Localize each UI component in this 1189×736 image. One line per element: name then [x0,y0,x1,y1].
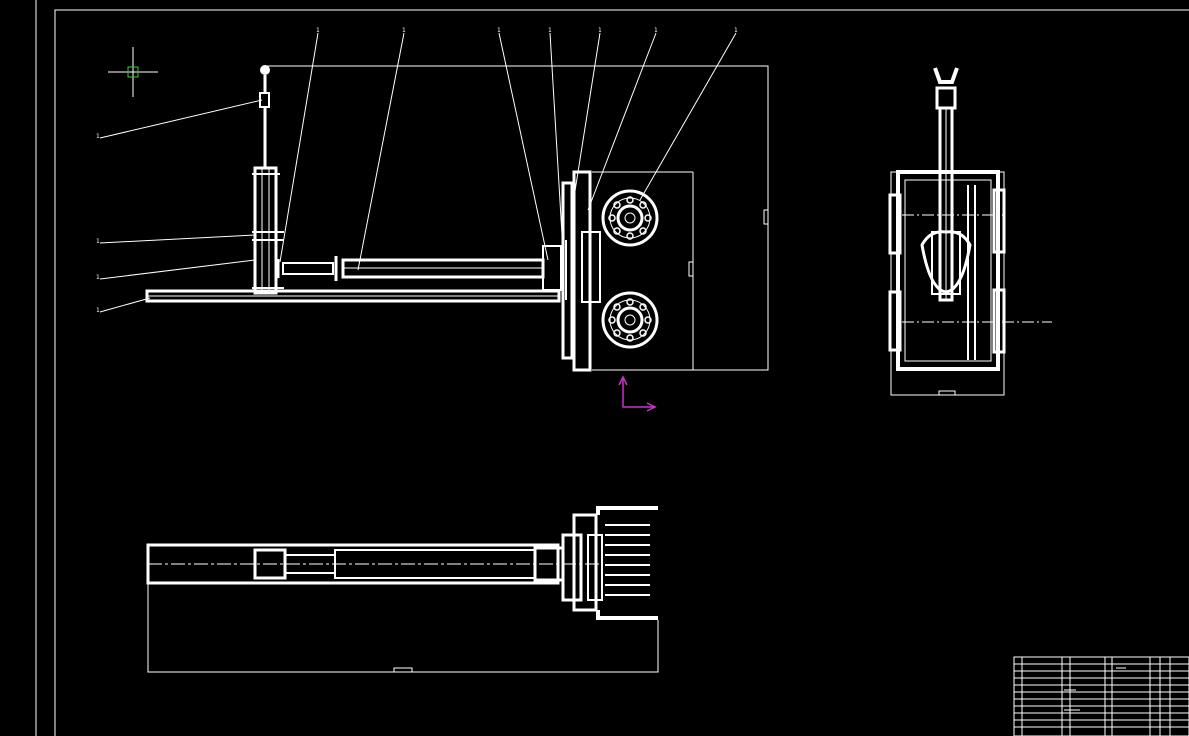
balloon-label: 1 [96,238,100,245]
balloon-label: 1 [96,274,100,281]
top-view [146,506,659,673]
drawing-frame [35,0,1189,736]
ucs-axis-icon [618,375,657,412]
balloon-label: 1 [96,133,100,140]
balloon-label: 1 [734,27,738,34]
balloon-label: 1 [548,27,552,34]
balloon-label: 1 [402,27,406,34]
balloon-label: 1 [598,27,602,34]
balloon-label: 1 [316,27,320,34]
end-view [888,67,1052,396]
balloon-label: 1 [654,27,658,34]
balloon-label: 1 [497,27,501,34]
balloon-label: 1 [96,307,100,314]
crosshair-cursor-icon [108,47,158,97]
side-view [99,32,769,372]
title-block [1013,656,1189,736]
